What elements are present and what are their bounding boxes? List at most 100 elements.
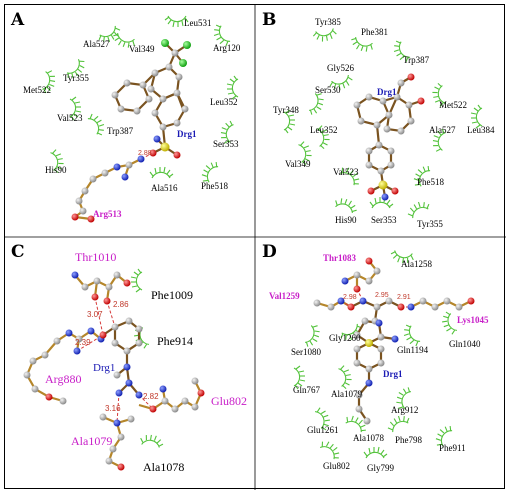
residue-label: Trp387: [403, 55, 430, 65]
hydrophobic-contact-icon: [348, 35, 375, 55]
hbond-distance: 2.95: [375, 292, 389, 299]
drug-label: Drg1: [93, 362, 115, 374]
residue-label: Tyr348: [273, 105, 299, 115]
residue-label: Leu384: [467, 125, 495, 135]
residue-label: Ser1080: [291, 347, 321, 357]
residue-label: Val349: [285, 159, 311, 169]
residue-label: His90: [45, 165, 67, 175]
hbond-distance: 2.39: [75, 338, 91, 347]
residue-label: Gly1260: [329, 333, 361, 343]
panel-letter: D: [262, 242, 277, 262]
hydrophobic-contact-icon: [139, 432, 165, 449]
residue-label: Ala1078: [143, 460, 184, 474]
residue-label: Gly526: [327, 63, 355, 73]
residue-label: Ala1078: [353, 433, 384, 443]
panel-a: A: [10, 10, 241, 223]
hbond-residue-label: Val1259: [269, 291, 300, 301]
drug-label: Drg1: [383, 369, 403, 379]
residue-label: Ala527: [429, 125, 456, 135]
hbond-residue-label: Lys1045: [457, 315, 489, 325]
hbond-distance: 2.91: [397, 294, 411, 301]
hydrophobic-contact-icon: [438, 310, 459, 337]
residue-label: Arg120: [213, 43, 241, 53]
hbond-residue-label: Ala1079: [71, 434, 112, 448]
residue-label: Gln1040: [449, 339, 481, 349]
residue-label: Val349: [129, 44, 155, 54]
residue-label: Ser353: [371, 215, 397, 225]
residue-label: Gln1194: [397, 345, 429, 355]
residue-label: Leu531: [184, 18, 212, 28]
hydrophobic-contact-icon: [363, 446, 388, 459]
panel-c: C: [11, 242, 247, 474]
residue-label: His90: [335, 215, 357, 225]
hydrophobic-contact-icon: [333, 195, 360, 215]
residue-label: Arg912: [391, 405, 418, 415]
residue-label: Val523: [57, 113, 83, 123]
residue-label: Phe798: [395, 435, 423, 445]
residue-label: Tyr355: [417, 219, 443, 229]
hydrophobic-contact-icon: [303, 323, 323, 350]
hbond-distance: 2.86: [113, 300, 129, 309]
hydrophobic-contact-icon: [384, 411, 412, 434]
hydrophobic-contact-icon: [307, 91, 327, 118]
hbond-distance: 2.98: [343, 294, 357, 301]
drug-label: Drg1: [177, 129, 197, 139]
hydrophobic-contact-icon: [130, 268, 143, 293]
residue-label: Phe1009: [151, 288, 193, 302]
residue-label: Ala1079: [331, 389, 362, 399]
residue-label: Gly799: [367, 463, 395, 473]
residue-label: Phe914: [157, 334, 193, 348]
hbond-residue-label: Arg513: [93, 209, 122, 219]
residue-label: Tyr355: [63, 73, 89, 83]
drug-molecule: [102, 319, 141, 396]
hbond-distance: 3.16: [105, 404, 121, 413]
hydrophobic-contact-icon: [404, 197, 432, 220]
hbond-residue-label: Glu802: [211, 394, 247, 408]
hydrogen-bond-line: [116, 392, 120, 424]
panel-letter: A: [10, 10, 25, 30]
atoms: [353, 73, 425, 201]
hydrophobic-contact-icon: [312, 27, 338, 44]
hbond-residue-label: Thr1083: [323, 253, 357, 263]
residue-label: Glu1261: [307, 425, 339, 435]
drug-label: Drg1: [377, 87, 397, 97]
hydrophobic-contact-icon: [149, 166, 174, 179]
panel-letter: C: [11, 242, 25, 262]
panel-d: D: [262, 242, 489, 473]
atoms: [71, 39, 191, 223]
thr1083-residue: [344, 260, 379, 289]
hydrophobic-contact-icon: [226, 75, 239, 100]
residue-label: Leu352: [210, 97, 238, 107]
hbond-residue-label: Arg880: [45, 372, 81, 386]
residue-label: Tyr385: [315, 17, 341, 27]
residue-label: Phe911: [439, 443, 466, 453]
residue-label: Ala1258: [401, 259, 432, 269]
atoms: [313, 257, 475, 425]
hbond-distance: 3.07: [87, 310, 103, 319]
residue-label: Glu802: [323, 461, 350, 471]
residue-label: Phe518: [417, 177, 445, 187]
hydrogen-bond-line: [94, 296, 104, 336]
ligplot-figure: A: [4, 4, 506, 490]
residue-label: Phe518: [201, 181, 229, 191]
residue-label: Gln767: [293, 385, 321, 395]
hydrophobic-contact-icon: [337, 364, 354, 390]
residue-label: Leu352: [310, 125, 338, 135]
panel-letter: B: [262, 10, 276, 30]
residue-label: Met522: [439, 100, 467, 110]
residue-label: Met522: [23, 85, 51, 95]
hydrophobic-contact-icon: [318, 437, 344, 462]
residue-label: Ser530: [315, 85, 341, 95]
panel-b: B: [262, 10, 495, 229]
hydrophobic-contact-icon: [86, 110, 109, 138]
residue-label: Ala527: [83, 39, 110, 49]
hydrophobic-contact-icon: [369, 196, 394, 209]
residue-label: Ser353: [213, 139, 239, 149]
hydrogen-bond-line: [106, 300, 116, 328]
hbond-residue-label: Thr1010: [75, 250, 116, 264]
hbond-distance: 2.82: [143, 392, 159, 401]
atoms: [23, 271, 205, 471]
residue-label: Val523: [333, 167, 359, 177]
residue-label: Ala516: [151, 183, 178, 193]
residue-label: Trp387: [107, 126, 134, 136]
